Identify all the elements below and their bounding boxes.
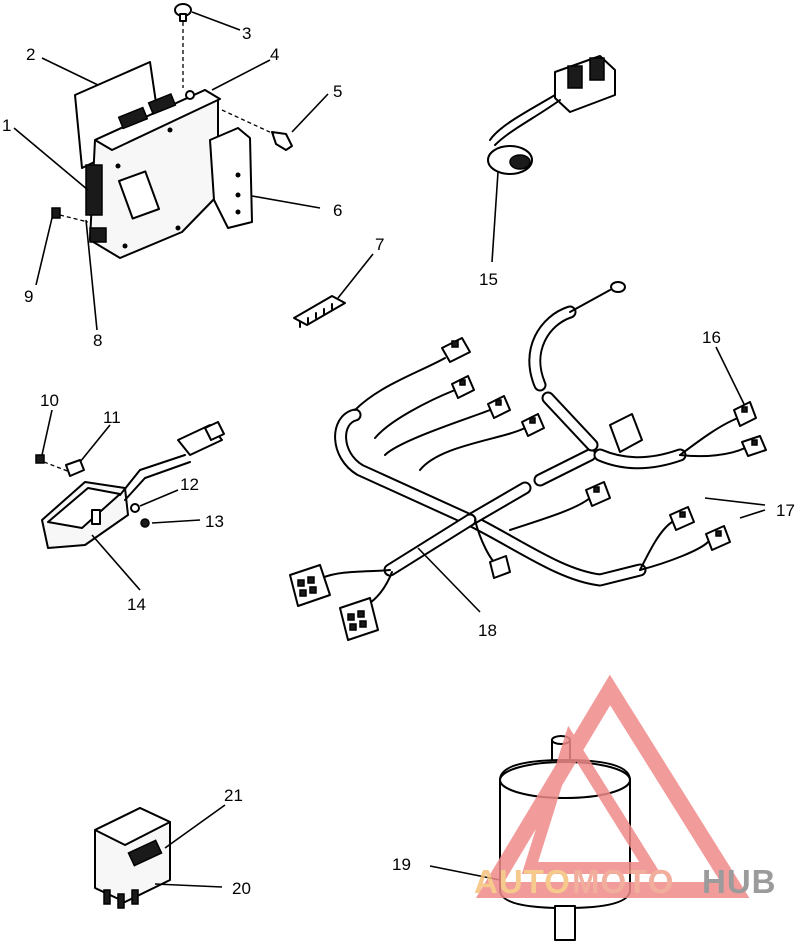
callout-5: 5 xyxy=(333,82,342,101)
ecu-bracket xyxy=(209,127,253,229)
screw-9 xyxy=(51,207,61,219)
callout-7: 7 xyxy=(375,235,384,254)
callout-14: 14 xyxy=(127,595,146,614)
harness-connector-big-a xyxy=(289,564,331,607)
harness-connector-16a xyxy=(733,401,757,427)
harness-connector-17b xyxy=(705,525,731,551)
callout-19: 19 xyxy=(392,855,411,874)
callout-3: 3 xyxy=(242,24,251,43)
sensor-14-assembly xyxy=(35,409,225,591)
harness-block-connector xyxy=(609,413,643,453)
screw-3 xyxy=(174,3,192,22)
watermark-moto: MOTO xyxy=(572,863,674,900)
ecu-connector-b xyxy=(147,92,177,116)
callout-10: 10 xyxy=(40,391,59,410)
wiring-harness xyxy=(289,281,767,641)
callout-labels: 1 2 3 4 5 6 7 8 9 10 11 12 13 14 15 16 1… xyxy=(2,24,795,898)
washer-12 xyxy=(130,503,140,513)
callout-11: 11 xyxy=(103,408,121,427)
callout-1: 1 xyxy=(2,116,11,135)
harness-connector-2 xyxy=(451,375,475,399)
ecu-connector-a xyxy=(117,106,149,130)
screw-10 xyxy=(35,454,45,464)
ecu-module-assembly xyxy=(13,3,329,331)
callout-15: 15 xyxy=(479,270,498,289)
harness-connector-big-b xyxy=(339,597,379,641)
callout-20: 20 xyxy=(232,879,251,898)
screw-5 xyxy=(271,131,293,151)
harness-connector-1 xyxy=(441,337,471,363)
callout-8: 8 xyxy=(93,331,102,350)
relay-20-21 xyxy=(94,804,226,909)
harness-connector-6 xyxy=(489,555,511,579)
harness-connector-4 xyxy=(521,413,545,437)
callout-4: 4 xyxy=(270,45,279,64)
callout-21: 21 xyxy=(224,786,243,805)
callout-16: 16 xyxy=(702,328,721,347)
callout-17: 17 xyxy=(776,501,795,520)
ecu-side-connector xyxy=(85,164,103,216)
callout-9: 9 xyxy=(24,287,33,306)
harness-connector-3 xyxy=(487,395,511,419)
callout-12: 12 xyxy=(180,475,199,494)
watermark-hub: HUB xyxy=(702,863,777,900)
harness-connector-17a xyxy=(669,506,695,531)
harness-connector-16b xyxy=(741,435,767,457)
clip-11 xyxy=(65,459,85,477)
callout-2: 2 xyxy=(26,45,35,64)
watermark: AUTO MOTO HUB xyxy=(474,674,777,900)
sensor-15 xyxy=(487,55,616,263)
callout-13: 13 xyxy=(205,512,224,531)
callout-6: 6 xyxy=(333,201,342,220)
harness-connector-5 xyxy=(585,481,611,507)
watermark-auto: AUTO xyxy=(474,863,571,900)
chip-7 xyxy=(293,253,374,328)
nut-13 xyxy=(140,518,150,528)
callout-18: 18 xyxy=(478,621,497,640)
